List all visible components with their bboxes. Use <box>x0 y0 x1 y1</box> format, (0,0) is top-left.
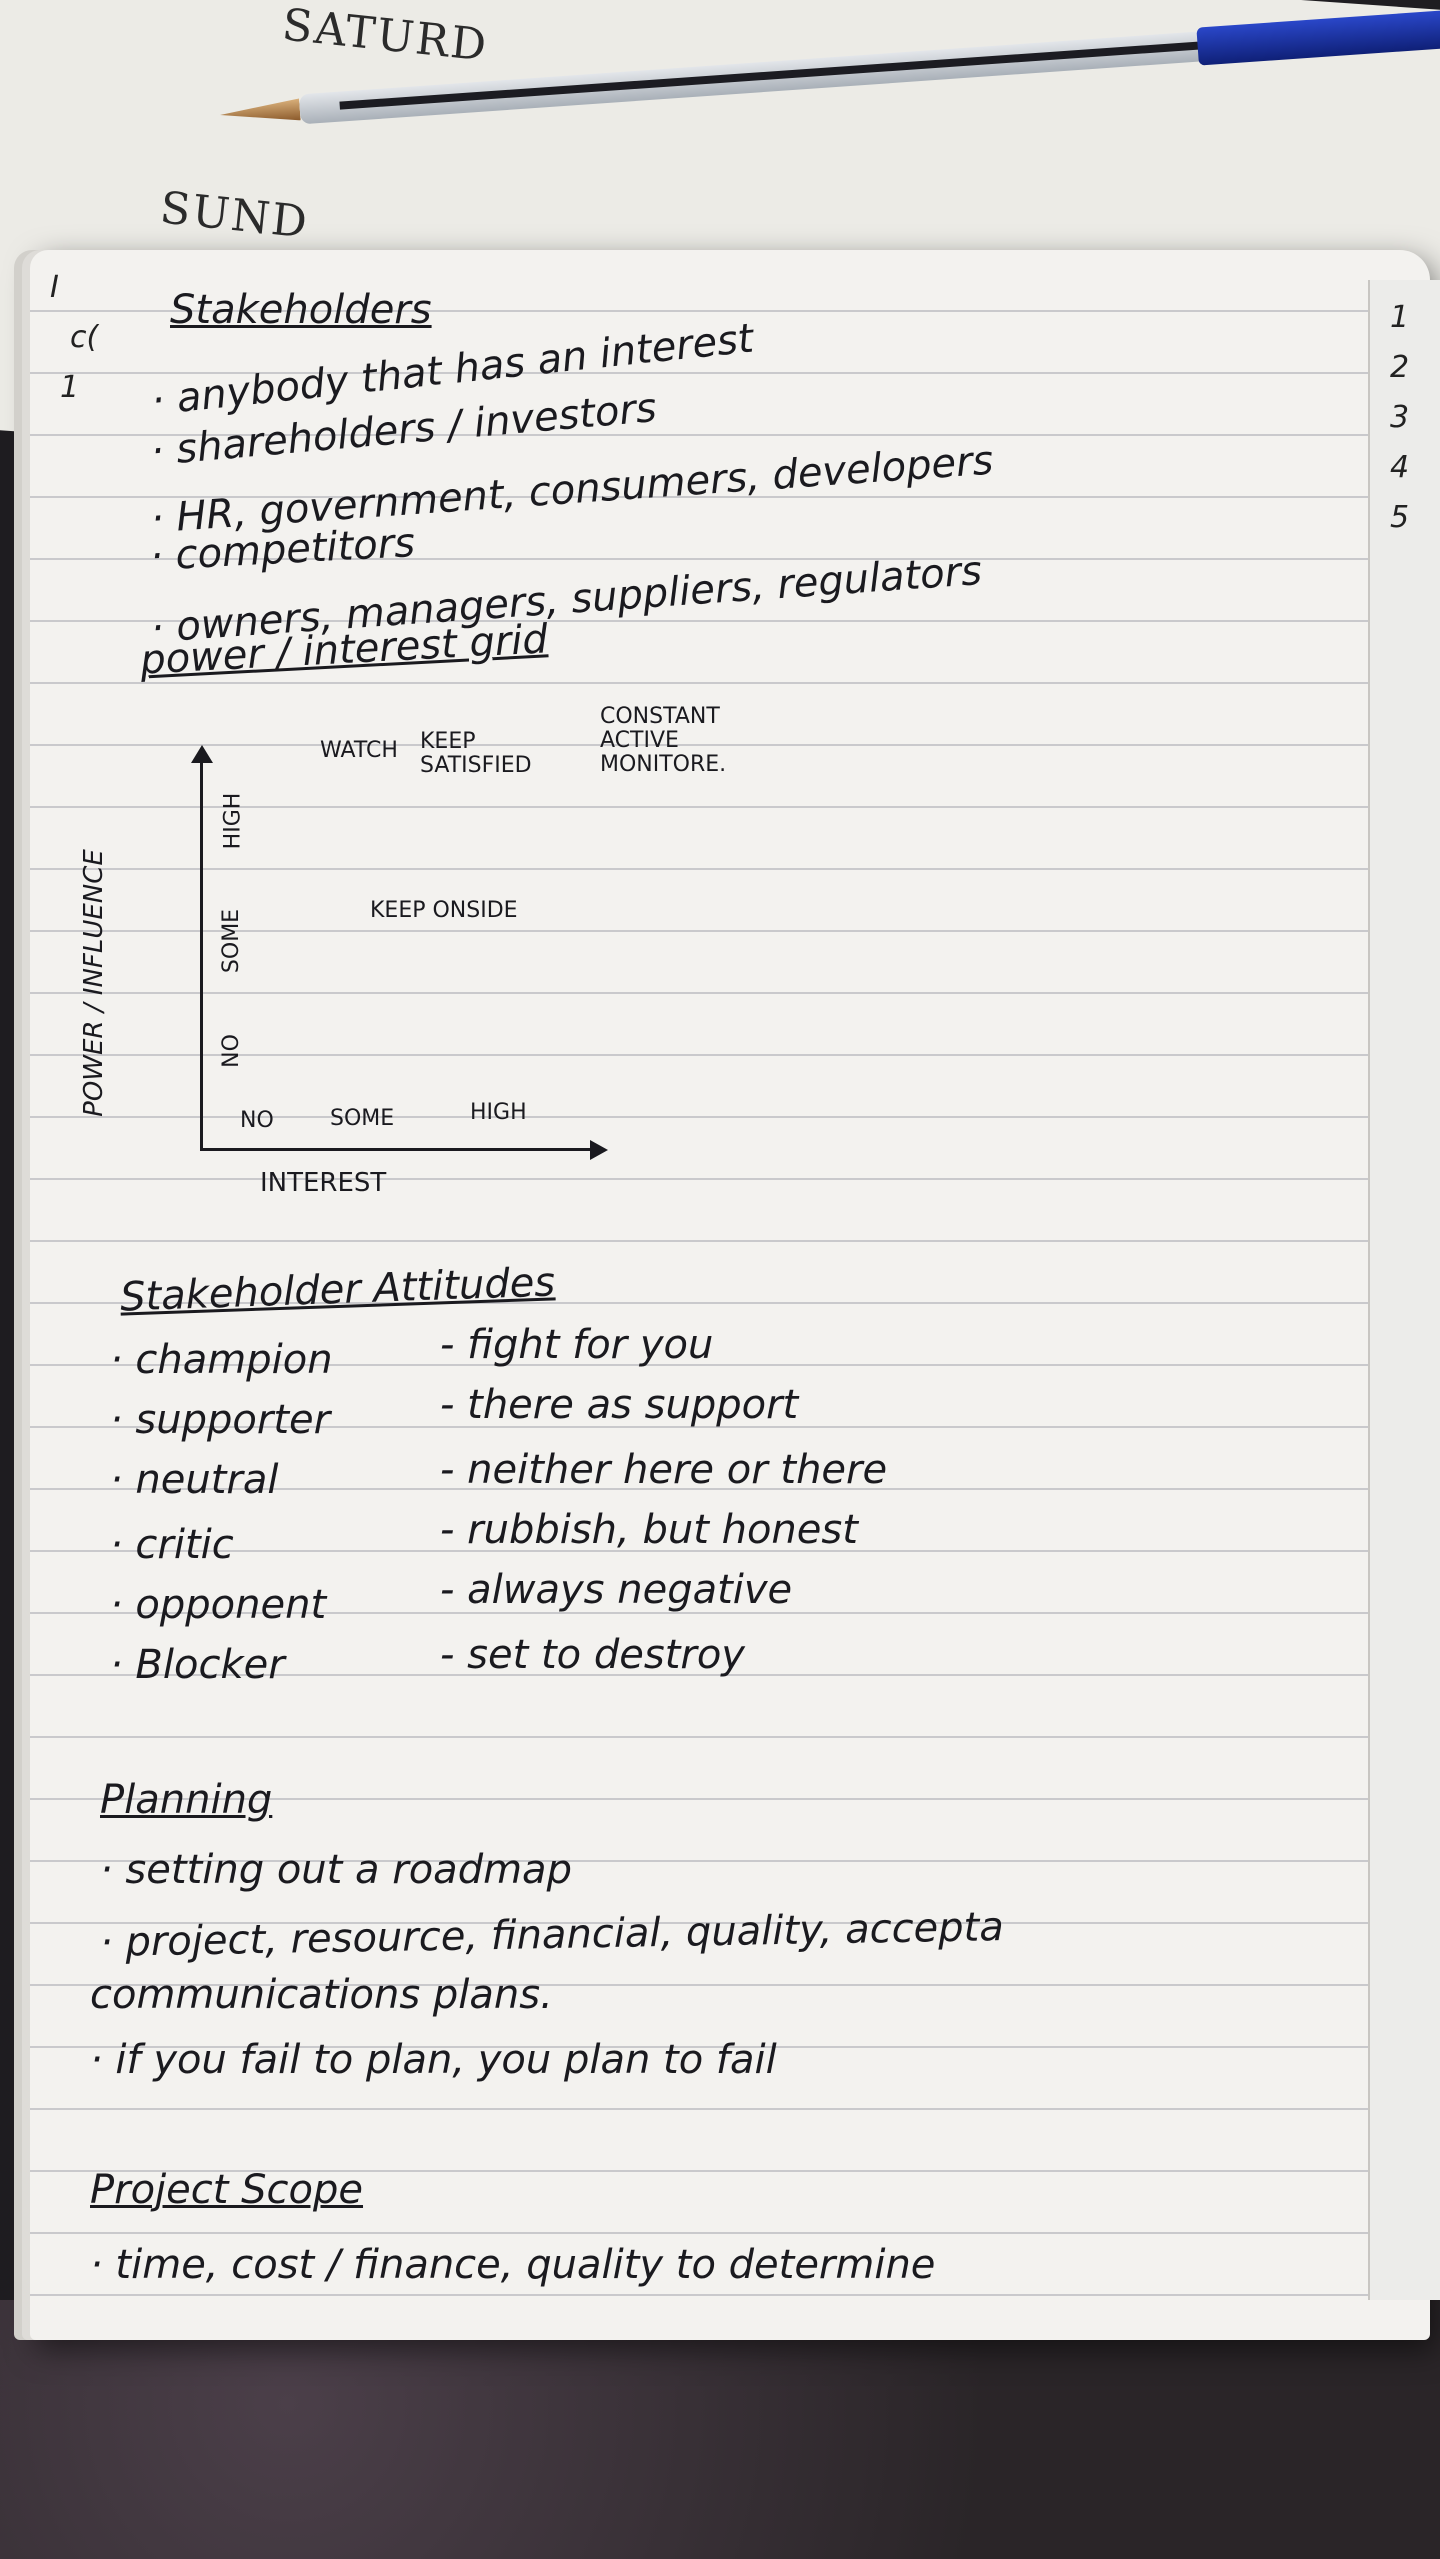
margin-mark-1: I <box>50 270 59 305</box>
grid-cell-constant-active: CONSTANT ACTIVE MONITORE. <box>600 704 727 778</box>
margin-mark-2: c( <box>70 320 99 355</box>
x-axis-label: INTEREST <box>260 1168 387 1198</box>
planning-item-4: · if you fail to plan, you plan to fail <box>90 2037 777 2083</box>
project-scope-item-1: · time, cost / finance, quality to deter… <box>90 2242 936 2288</box>
attitude-type-4: · critic <box>110 1522 234 1568</box>
attitude-type-2: · supporter <box>110 1397 331 1443</box>
grid-cell-keep-satisfied: KEEP SATISFIED <box>420 729 532 779</box>
attitude-desc-4: - rubbish, but honest <box>440 1507 858 1553</box>
adjacent-mark-1: 1 <box>1390 300 1410 335</box>
margin-mark-3: 1 <box>60 370 80 405</box>
attitude-type-3: · neutral <box>110 1457 279 1503</box>
attitude-desc-6: - set to destroy <box>440 1632 745 1678</box>
x-axis-arrow-icon <box>590 1140 608 1160</box>
y-axis-arrow-icon <box>191 745 213 763</box>
planning-heading: Planning <box>100 1777 273 1823</box>
grid-cell-keep-onside: KEEP ONSIDE <box>370 898 518 923</box>
y-tick-some: SOME <box>219 908 245 974</box>
adjacent-mark-3: 3 <box>1390 400 1410 435</box>
grid-x-axis <box>200 1148 590 1151</box>
x-tick-high: HIGH <box>470 1100 527 1125</box>
planning-item-1: · setting out a roadmap <box>100 1847 572 1893</box>
grid-cell-watch: WATCH <box>320 738 398 763</box>
x-tick-no: NO <box>240 1108 274 1133</box>
y-tick-high: HIGH <box>220 792 246 850</box>
adjacent-mark-4: 4 <box>1390 450 1410 485</box>
project-scope-heading: Project Scope <box>90 2167 364 2213</box>
y-axis-label: POWER / INFLUENCE <box>78 849 109 1117</box>
pen-tip <box>219 98 300 126</box>
planning-item-3: communications plans. <box>90 1972 553 2018</box>
attitudes-heading: Stakeholder Attitudes <box>119 1259 556 1321</box>
x-tick-some: SOME <box>330 1106 395 1131</box>
stakeholders-heading: Stakeholders <box>170 287 432 333</box>
floral-cloth <box>0 2300 1440 2559</box>
attitude-type-1: · champion <box>110 1337 333 1383</box>
y-tick-no: NO <box>218 1034 244 1068</box>
notebook-page: Stakeholders · anybody that has an inter… <box>30 250 1430 2340</box>
adjacent-mark-2: 2 <box>1390 350 1410 385</box>
attitude-desc-2: - there as support <box>440 1382 799 1428</box>
attitude-desc-1: - fight for you <box>440 1322 714 1368</box>
attitude-type-6: · Blocker <box>110 1642 285 1688</box>
attitude-desc-5: - always negative <box>440 1567 793 1613</box>
attitude-type-5: · opponent <box>110 1582 327 1628</box>
adjacent-page: 1 2 3 4 5 <box>1368 280 1440 2300</box>
stakeholders-item-4: · competitors <box>148 520 417 580</box>
planning-item-2: · project, resource, financial, quality,… <box>99 1904 1005 1966</box>
attitude-desc-3: - neither here or there <box>440 1447 888 1493</box>
grid-y-axis <box>200 760 203 1150</box>
adjacent-mark-5: 5 <box>1390 500 1410 535</box>
